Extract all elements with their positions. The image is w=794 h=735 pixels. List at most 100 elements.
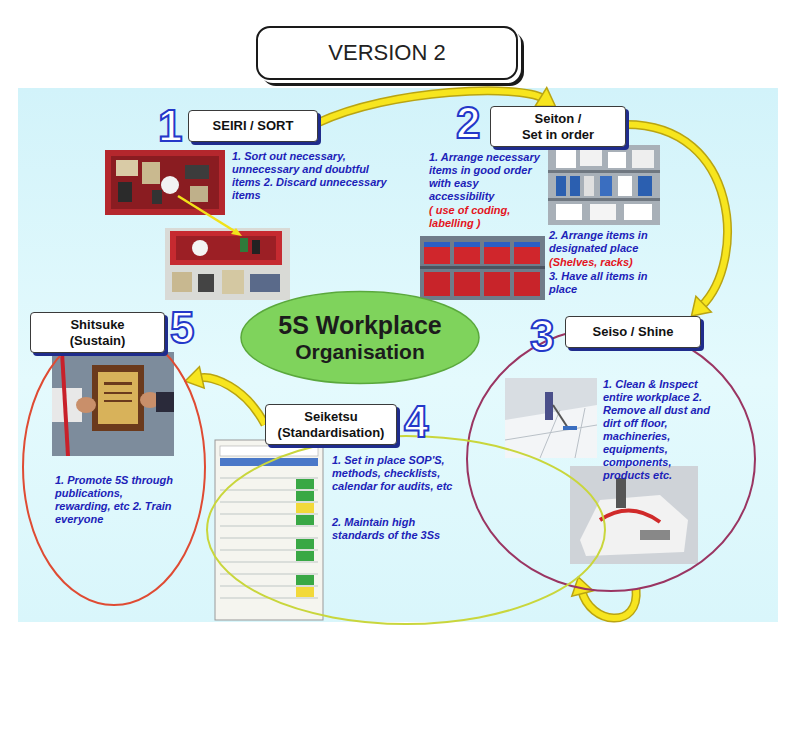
award-photo-part: [104, 392, 132, 394]
award-photo-part: [104, 382, 132, 385]
sorted-photo-part: [222, 270, 244, 294]
shelf-photo-part: [556, 150, 576, 168]
step-label: Seiketsu (Standardisation): [278, 409, 385, 440]
callout-number: 2: [456, 101, 480, 145]
bins-photo: [420, 236, 545, 300]
step-ellipse: 1. Promote 5S through publications, rewa…: [20, 312, 208, 608]
shelf-photo-part: [548, 145, 660, 225]
callout-number: 3: [530, 314, 554, 358]
floor-photo-part: [505, 378, 597, 458]
shelf-photo-part: [608, 152, 626, 168]
floor-photo-part: [563, 426, 577, 430]
arrow-head: [691, 296, 711, 316]
flow-arrow: [572, 577, 636, 618]
step-ellipse-shape: [207, 436, 605, 624]
step-note: ( use of coding, labelling ): [429, 204, 546, 230]
step-description: 1. Set in place SOP'S, methods, checklis…: [332, 454, 457, 493]
callout-number: 5: [170, 306, 194, 350]
leader-line-part: [178, 196, 236, 232]
sorted-photo-part: [192, 240, 208, 256]
shelf-photo-part: [556, 204, 582, 220]
bins-photo-part: [420, 266, 545, 269]
shelf-photo-part: [618, 176, 632, 196]
checklist-photo-part: [220, 514, 318, 515]
leader-line: [178, 196, 242, 236]
step-label: Shitsuke (Sustain): [70, 317, 126, 348]
step-box: Seiso / Shine: [565, 316, 701, 348]
center-ellipse-shape: [241, 292, 479, 384]
center-ellipse: 5S WorkplaceOrganisation: [240, 290, 480, 385]
center-title: Organisation: [295, 340, 425, 364]
step-ellipse-shape: [467, 327, 755, 591]
callout-number: 4: [404, 400, 428, 444]
step-box: Seiton / Set in order: [490, 106, 626, 147]
checklist-photo-part: [220, 562, 318, 563]
sorted-photo-part: [165, 228, 290, 300]
floor-photo-part: [553, 405, 568, 428]
shelf-photo-part: [624, 204, 652, 220]
step-ellipse-shape: [23, 329, 205, 605]
step-description: 2. Maintain high standards of the 3Ss: [332, 516, 467, 542]
step-label: SEIRI / SORT: [213, 118, 294, 134]
checklist-photo-part: [220, 550, 318, 551]
step-description: 3. Have all items in place: [549, 270, 661, 296]
flow-arrow: [626, 125, 727, 317]
title-box: VERSION 2: [256, 26, 518, 80]
shelf-photo-part: [632, 150, 654, 168]
step-box: SEIRI / SORT: [188, 110, 318, 142]
arrow-head: [535, 88, 555, 107]
sorted-photo-part: [250, 274, 280, 292]
flow-arrow-outline: [582, 589, 637, 618]
machine-photo-part: [640, 530, 670, 540]
award-photo: [52, 352, 174, 456]
sort-photo-part: [161, 176, 179, 194]
center-title: 5S Workplace: [278, 311, 442, 340]
sorted-photo-part: [240, 238, 248, 252]
award-photo-part: [98, 372, 138, 424]
sort-photo-part: [190, 186, 208, 202]
sorted-photo-part: [176, 236, 276, 260]
checklist-photo-part: [220, 526, 318, 527]
sort-photo: [105, 150, 225, 215]
step-ellipse: 1. Clean & Inspect entire workplace 2. R…: [465, 316, 757, 592]
step-box: Shitsuke (Sustain): [30, 312, 165, 353]
sorted-photo-part: [252, 240, 260, 254]
shelf-photo-part: [580, 150, 602, 166]
floor-photo-part: [575, 408, 585, 458]
checklist-photo-part: [220, 538, 318, 539]
shelf-photo-part: [556, 176, 566, 196]
bins-photo-part: [424, 242, 450, 247]
bins-photo-part: [454, 242, 480, 247]
bins-photo-part: [514, 242, 540, 247]
shelf-photo: [548, 145, 660, 225]
checklist-photo-part: [296, 551, 314, 561]
shelf-photo-part: [548, 170, 660, 173]
shelf-photo-part: [590, 204, 616, 220]
checklist-photo-part: [296, 515, 314, 525]
checklist-photo-part: [296, 575, 314, 585]
checklist-photo-part: [296, 491, 314, 501]
sorted-photo: [165, 228, 290, 300]
shelf-photo-part: [570, 176, 580, 196]
sorted-photo-part: [198, 274, 214, 292]
floor-photo: [505, 378, 597, 458]
checklist-photo-part: [220, 478, 318, 479]
checklist-photo-part: [220, 574, 318, 575]
flow-arrow-body: [199, 378, 265, 425]
leader-line-part: [231, 228, 242, 236]
sorted-photo-part: [172, 272, 192, 292]
sort-photo-part: [185, 165, 209, 179]
floor-photo-part: [545, 392, 553, 420]
checklist-photo-part: [220, 502, 318, 503]
bins-photo-part: [424, 272, 450, 296]
title-text: VERSION 2: [328, 40, 445, 66]
checklist-photo-part: [296, 503, 314, 513]
step-label: Seiso / Shine: [593, 324, 674, 340]
checklist-photo-part: [296, 539, 314, 549]
bins-photo-part: [484, 242, 510, 247]
bins-photo-part: [454, 272, 480, 296]
step-box: Seiketsu (Standardisation): [265, 404, 397, 445]
sort-photo-part: [116, 160, 138, 176]
step-description: 1. Sort out necessary, unnecessary and d…: [232, 150, 397, 202]
checklist-photo-part: [220, 446, 318, 456]
